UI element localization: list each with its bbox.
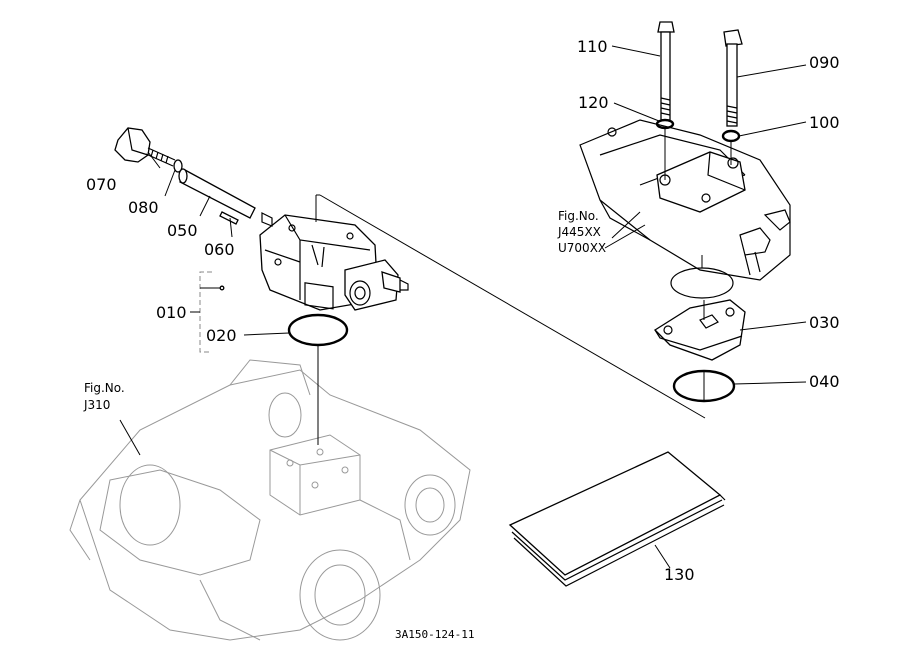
ref-j310-title: Fig.No. <box>84 381 125 395</box>
ref-j445-line1: J445XX <box>557 225 601 239</box>
label-110: 110 <box>577 37 608 56</box>
label-040: 040 <box>809 372 840 391</box>
drawing-code: 3A150-124-11 <box>395 628 474 641</box>
o-ring-upper <box>670 267 734 299</box>
label-050: 050 <box>167 221 198 240</box>
plate-030 <box>653 299 746 361</box>
label-010: 010 <box>156 303 187 322</box>
valve-assembly <box>219 212 409 311</box>
label-060: 060 <box>204 240 235 259</box>
label-030: 030 <box>809 313 840 332</box>
leader-lines <box>119 45 807 569</box>
bolts-and-washers <box>655 21 743 143</box>
label-090: 090 <box>809 53 840 72</box>
ref-j445-title: Fig.No. <box>558 209 599 223</box>
label-130: 130 <box>664 565 695 584</box>
ref-j310-line1: J310 <box>83 398 110 412</box>
label-020: 020 <box>206 326 237 345</box>
transmission-housing-ghost <box>69 359 471 641</box>
o-ring-020 <box>287 313 349 347</box>
label-120: 120 <box>578 93 609 112</box>
label-080: 080 <box>128 198 159 217</box>
label-070: 070 <box>86 175 117 194</box>
ref-j445-line2: U700XX <box>558 241 606 255</box>
shaft-and-knob <box>114 127 256 225</box>
control-valve-block <box>579 119 791 281</box>
label-100: 100 <box>809 113 840 132</box>
operator-manual-130 <box>508 451 726 587</box>
